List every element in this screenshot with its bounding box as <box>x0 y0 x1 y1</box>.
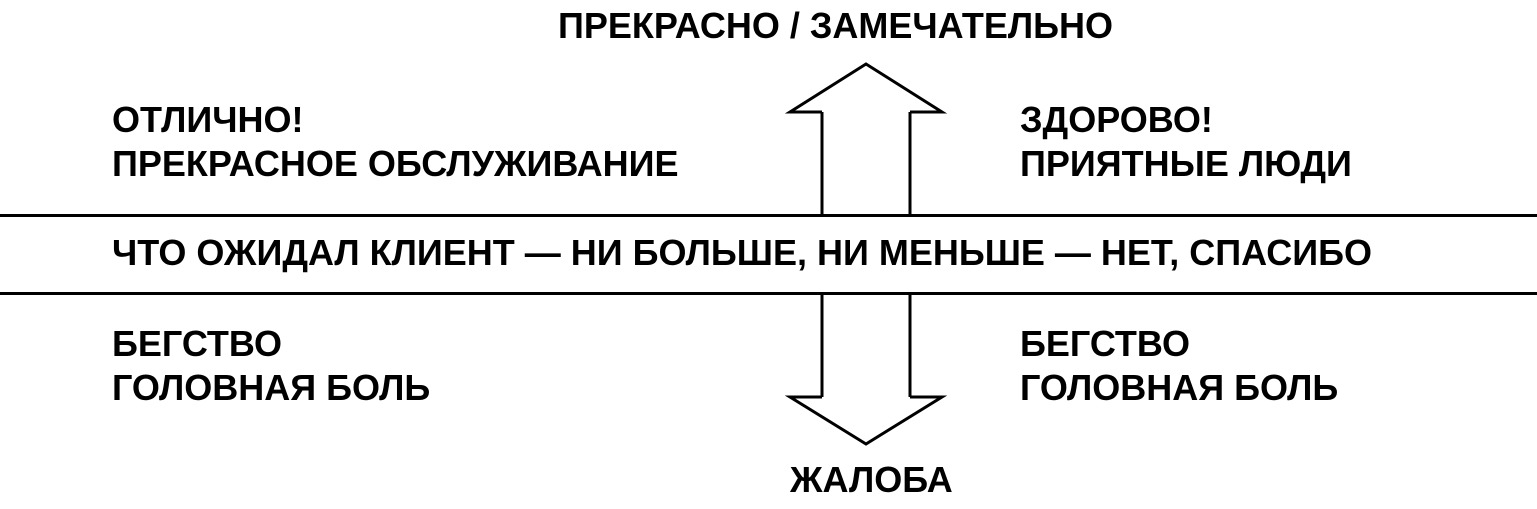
upper-left-block: ОТЛИЧНО! ПРЕКРАСНОЕ ОБСЛУЖИВАНИЕ <box>112 98 679 186</box>
upper-right-line1: ЗДОРОВО! <box>1020 99 1213 140</box>
middle-band-text: ЧТО ОЖИДАЛ КЛИЕНТ — НИ БОЛЬШЕ, НИ МЕНЬШЕ… <box>112 232 1373 273</box>
upper-right-line2: ПРИЯТНЫЕ ЛЮДИ <box>1020 143 1352 184</box>
lower-right-line2: ГОЛОВНАЯ БОЛЬ <box>1020 367 1339 408</box>
lower-left-line2: ГОЛОВНАЯ БОЛЬ <box>112 367 431 408</box>
lower-right-block: БЕГСТВО ГОЛОВНАЯ БОЛЬ <box>1020 322 1338 410</box>
lower-divider-line <box>0 292 1537 295</box>
lower-right-line1: БЕГСТВО <box>1020 323 1191 364</box>
top-label: ПРЕКРАСНО / ЗАМЕЧАТЕЛЬНО <box>558 5 1114 46</box>
upper-divider-line <box>0 214 1537 217</box>
up-arrow-icon <box>784 62 948 216</box>
upper-right-block: ЗДОРОВО! ПРИЯТНЫЕ ЛЮДИ <box>1020 98 1352 186</box>
lower-left-block: БЕГСТВО ГОЛОВНАЯ БОЛЬ <box>112 322 430 410</box>
upper-left-line2: ПРЕКРАСНОЕ ОБСЛУЖИВАНИЕ <box>112 143 679 184</box>
upper-left-line1: ОТЛИЧНО! <box>112 99 304 140</box>
lower-left-line1: БЕГСТВО <box>112 323 283 364</box>
bottom-label: ЖАЛОБА <box>790 459 953 500</box>
down-arrow-icon <box>784 294 948 446</box>
